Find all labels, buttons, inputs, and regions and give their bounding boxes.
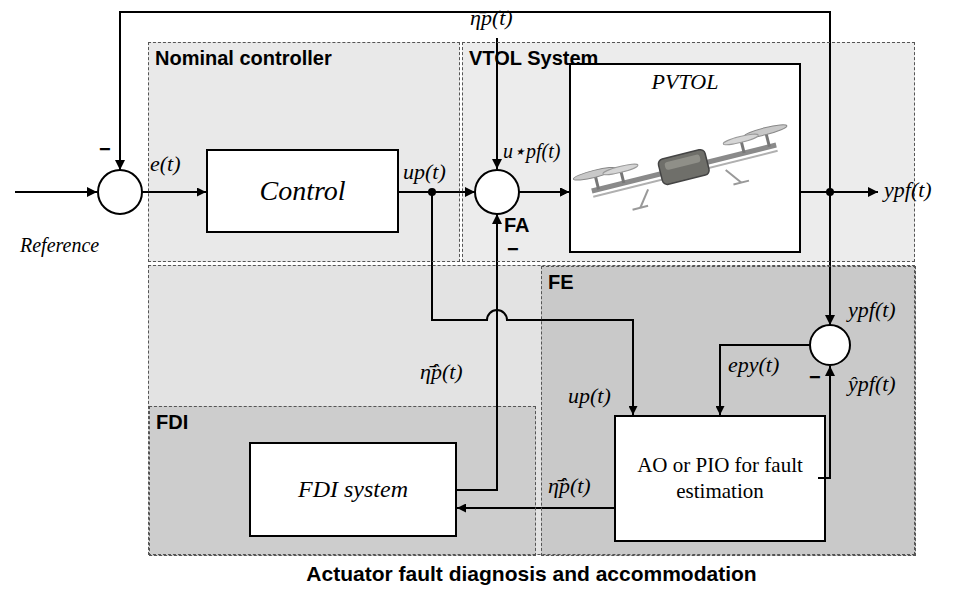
summing-junction xyxy=(98,170,142,214)
diagnosis-region: Actuator fault diagnosis and accommodati… xyxy=(148,265,915,555)
signal-label: epy(t) xyxy=(728,353,779,377)
arrow-head xyxy=(492,214,502,224)
region-heading: Actuator fault diagnosis and accommodati… xyxy=(149,562,914,586)
process-box: FDI system xyxy=(249,442,457,537)
summing-junction xyxy=(475,170,519,214)
junction-dot xyxy=(826,188,834,196)
region-heading: FDI xyxy=(156,411,188,434)
plant-box: PVTOL xyxy=(569,63,801,253)
arrow-head xyxy=(115,160,125,170)
node-ground xyxy=(148,42,460,262)
sign-label: − xyxy=(809,366,821,388)
signal-label: η̄p(t) xyxy=(470,6,513,30)
node-ground xyxy=(462,42,915,262)
signal-connector xyxy=(720,192,830,415)
reference-wire xyxy=(15,191,97,193)
signal-connector xyxy=(399,192,633,415)
sign-label: − xyxy=(99,138,111,160)
signal-label: ypf(t) xyxy=(848,298,896,322)
fdi-region: FDI FDI system xyxy=(149,406,536,556)
pvtol-illustration xyxy=(573,122,798,221)
signal-label: u⋆pf(t) xyxy=(503,140,560,162)
node-ground xyxy=(569,63,801,253)
signal-label: η̄̂p(t) xyxy=(548,474,591,498)
signal-label: ypf(t) xyxy=(884,178,932,202)
node-ground xyxy=(149,406,536,556)
region-heading: FE xyxy=(548,271,574,294)
box-label: FDI system xyxy=(290,471,416,508)
node-ground xyxy=(541,266,916,556)
box-label: Control xyxy=(251,170,353,212)
process-box: Control xyxy=(206,149,399,233)
box-label: AO or PIO for fault estimation xyxy=(616,449,824,507)
node-ground xyxy=(614,415,826,542)
junction-dot xyxy=(428,188,436,196)
signal-label: up(t) xyxy=(568,384,611,408)
box-label: PVTOL xyxy=(652,69,719,95)
signal-label: up(t) xyxy=(403,160,446,184)
region-heading: VTOL System xyxy=(469,47,598,70)
region-heading: Nominal controller xyxy=(155,47,332,70)
node-ground xyxy=(206,149,399,233)
arrow-head xyxy=(825,315,835,325)
node-ground xyxy=(249,442,457,537)
summing-junction xyxy=(810,325,850,365)
node-ground xyxy=(148,265,915,555)
sign-label: − xyxy=(507,238,519,260)
signal-connector xyxy=(457,192,569,490)
signal-label: e(t) xyxy=(150,152,181,176)
arrow-head xyxy=(465,187,475,197)
signal-label: η̄̂p(t) xyxy=(420,360,463,384)
signal-label: ŷpf(t) xyxy=(848,372,896,396)
controller-region: Nominal controllerControl xyxy=(148,42,460,262)
signal-label: Reference xyxy=(20,234,99,256)
observer-box: AO or PIO for fault estimation xyxy=(614,415,826,542)
block-label: FA xyxy=(504,214,530,236)
